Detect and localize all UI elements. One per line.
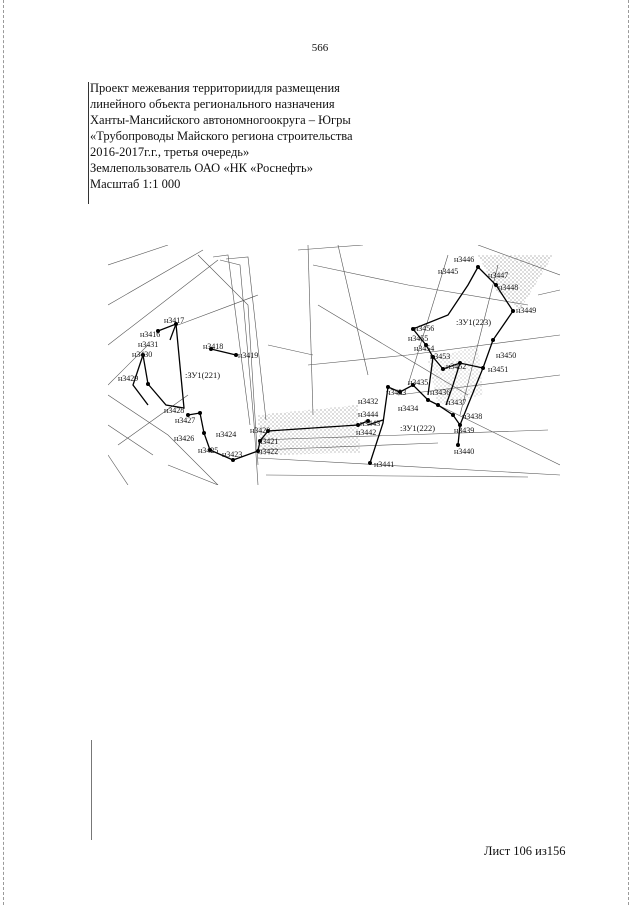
header-block: Проект межевания территориидля размещени… bbox=[90, 80, 390, 192]
point-label: н3424 bbox=[216, 430, 236, 439]
header-line: линейного объекта регионального назначен… bbox=[90, 97, 335, 111]
zone-label: :ЗУ1(222) bbox=[400, 423, 435, 433]
point-label: н3437 bbox=[446, 398, 466, 407]
point-label: н3440 bbox=[454, 447, 474, 456]
point-label: н3432 bbox=[358, 397, 378, 406]
header-line: 2016-2017г.г., третья очередь» bbox=[90, 145, 250, 159]
point-label: н3438 bbox=[462, 412, 482, 421]
point-label: н3443 bbox=[360, 419, 380, 428]
header-line: Землепользователь ОАО «НК «Роснефть» bbox=[90, 161, 313, 175]
point-label: н3429 bbox=[118, 374, 138, 383]
point-label: н3423 bbox=[222, 450, 242, 459]
header-line: Проект межевания территориидля размещени… bbox=[90, 81, 340, 95]
point-label: н3442 bbox=[356, 428, 376, 437]
point-label: н3421 bbox=[258, 437, 278, 446]
point-label: н3430 bbox=[132, 350, 152, 359]
parcel-shading bbox=[258, 255, 553, 455]
point-label: н3453 bbox=[430, 352, 450, 361]
point-label: н3416 bbox=[140, 330, 160, 339]
point-label: н3427 bbox=[175, 416, 195, 425]
zone-labels: :ЗУ1(221) :ЗУ1(222) :ЗУ1(223) bbox=[185, 317, 491, 433]
point-label: н3441 bbox=[374, 460, 394, 469]
scale-line: Масштаб 1:1 000 bbox=[90, 177, 181, 191]
point-label: н3446 bbox=[454, 255, 474, 264]
point-label: н3431 bbox=[138, 340, 158, 349]
survey-map-drawing: :ЗУ1(221) :ЗУ1(222) :ЗУ1(223) н3416 н341… bbox=[108, 245, 560, 485]
point-label: н3420 bbox=[250, 426, 270, 435]
point-label: н3434 bbox=[398, 404, 418, 413]
left-margin-rule-lower bbox=[91, 740, 92, 840]
point-label: н3448 bbox=[498, 283, 518, 292]
left-margin-rule bbox=[88, 82, 89, 204]
right-edge-rule bbox=[628, 0, 629, 905]
point-label: н3456 bbox=[414, 324, 434, 333]
point-label: н3435 bbox=[408, 378, 428, 387]
point-label: н3426 bbox=[174, 434, 194, 443]
point-label: н3449 bbox=[516, 306, 536, 315]
point-label: н3428 bbox=[164, 406, 184, 415]
point-label: н3436 bbox=[430, 388, 450, 397]
point-label: н3422 bbox=[258, 447, 278, 456]
point-label: н3418 bbox=[203, 342, 223, 351]
header-line: Ханты-Мансийского автономногоокруга – Юг… bbox=[90, 113, 351, 127]
point-label: н3439 bbox=[454, 426, 474, 435]
point-label: н3433 bbox=[386, 388, 406, 397]
point-label: н3444 bbox=[358, 410, 378, 419]
point-label: н3447 bbox=[488, 271, 508, 280]
point-label: н3455 bbox=[408, 334, 428, 343]
header-line: «Трубопроводы Майского региона строитель… bbox=[90, 129, 353, 143]
sheet-footer: Лист 106 из156 bbox=[484, 844, 566, 858]
point-label: н3445 bbox=[438, 267, 458, 276]
survey-map: :ЗУ1(221) :ЗУ1(222) :ЗУ1(223) н3416 н341… bbox=[108, 245, 560, 485]
boundary-vertices bbox=[141, 265, 515, 465]
zone-label: :ЗУ1(221) bbox=[185, 370, 220, 380]
point-label: н3417 bbox=[164, 316, 184, 325]
left-edge-rule bbox=[3, 0, 4, 905]
page-number: 566 bbox=[311, 42, 329, 54]
point-label: н3425 bbox=[198, 446, 218, 455]
point-label: н3452 bbox=[446, 362, 466, 371]
point-label: н3450 bbox=[496, 351, 516, 360]
point-labels: н3416 н3417 н3418 н3419 н3420 н3421 н342… bbox=[118, 255, 536, 469]
point-label: н3451 bbox=[488, 365, 508, 374]
point-label: н3419 bbox=[238, 351, 258, 360]
zone-label: :ЗУ1(223) bbox=[456, 317, 491, 327]
point-label: н3454 bbox=[414, 344, 434, 353]
